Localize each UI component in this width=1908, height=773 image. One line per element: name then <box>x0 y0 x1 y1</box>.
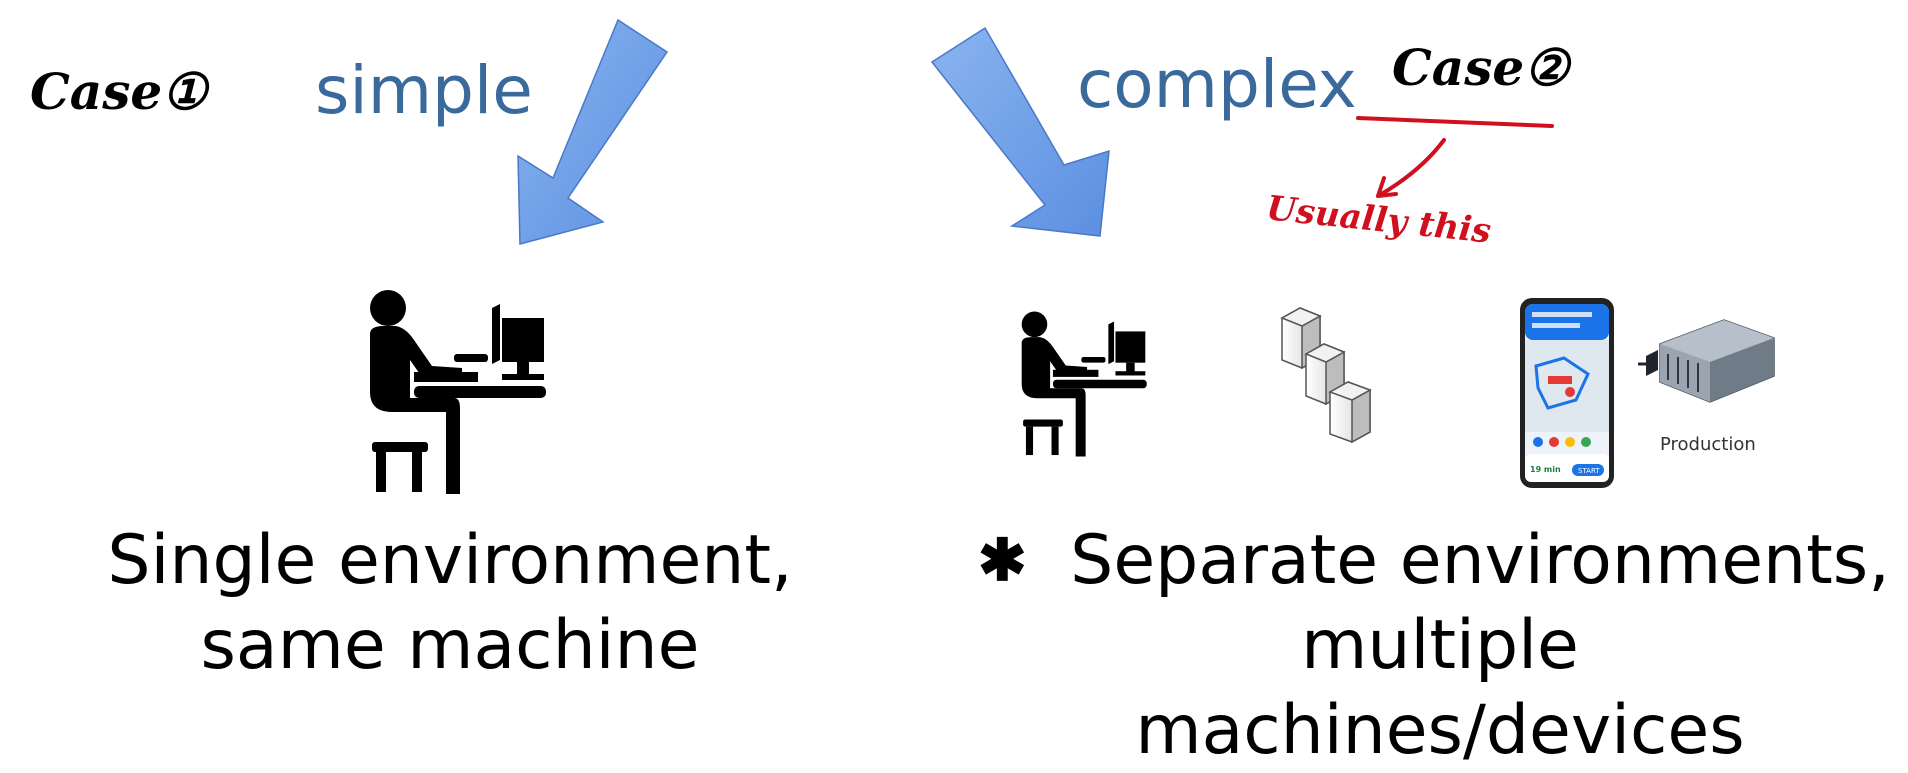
right-caption: Separate environments, multiple machines… <box>990 518 1890 773</box>
star-mark: ✱ <box>978 526 1027 594</box>
case-1-label: Case① <box>30 62 207 121</box>
left-caption-line-1: Single environment, <box>107 521 793 600</box>
mobile-phone-icon: 19 min START <box>1520 298 1614 488</box>
left-caption: Single environment, same machine <box>90 518 810 688</box>
phone-start: START <box>1578 467 1600 475</box>
right-caption-line-2: multiple machines/devices <box>1135 606 1745 770</box>
server-stack-icon <box>1280 307 1372 444</box>
person-at-computer-icon <box>370 290 546 494</box>
production-label: Production <box>1660 434 1756 455</box>
left-caption-line-2: same machine <box>200 606 700 685</box>
underline-mark <box>1356 116 1554 198</box>
simple-label: simple <box>315 52 533 129</box>
case-2-label: Case② <box>1392 38 1569 97</box>
production-server-icon <box>1638 319 1775 403</box>
phone-eta: 19 min <box>1530 465 1561 474</box>
arrow-down-left-icon <box>517 18 669 245</box>
right-caption-line-1: Separate environments, <box>1070 521 1890 600</box>
complex-label: complex <box>1077 46 1357 123</box>
developer-workstation-icon <box>1021 311 1147 457</box>
arrow-down-right-icon <box>930 26 1110 237</box>
